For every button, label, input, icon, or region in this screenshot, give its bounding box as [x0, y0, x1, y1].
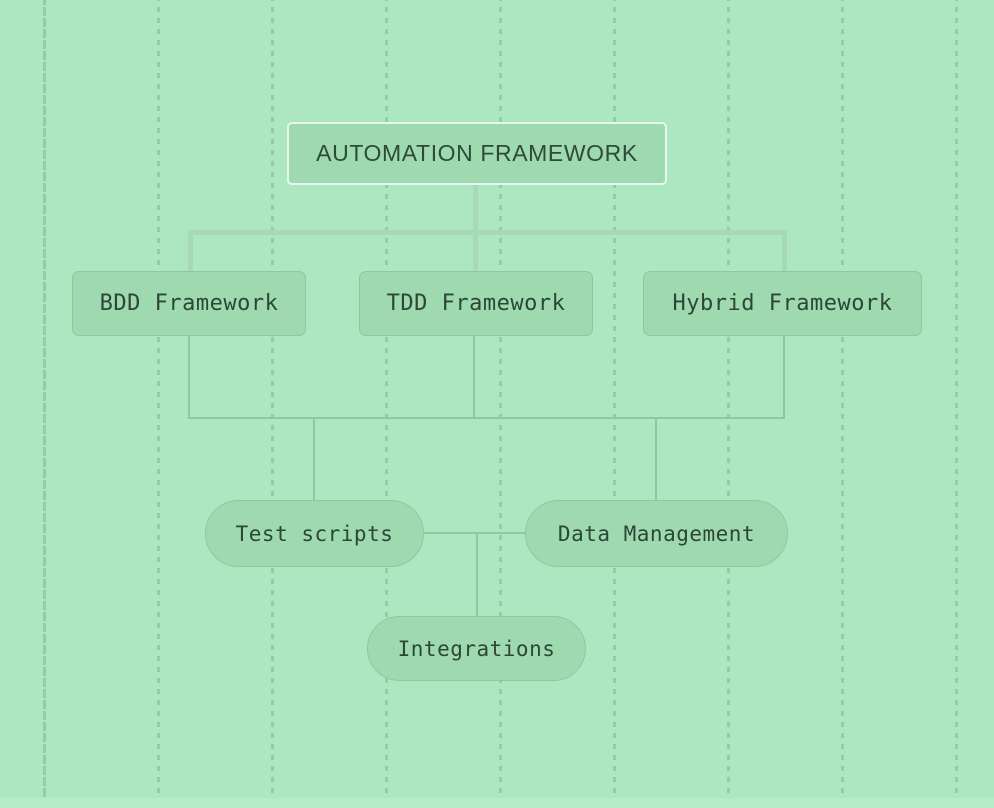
edge-bdd-down: [188, 336, 190, 419]
edge-level1-merge-bar: [188, 417, 785, 419]
node-tdd-framework[interactable]: TDD Framework: [359, 271, 593, 336]
node-label: Data Management: [557, 521, 756, 546]
grid-line: [271, 0, 274, 808]
node-test-scripts[interactable]: Test scripts: [205, 500, 424, 567]
node-label: Hybrid Framework: [672, 291, 893, 316]
grid-line: [613, 0, 616, 808]
grid-line: [43, 0, 46, 808]
node-automation-framework[interactable]: AUTOMATION FRAMEWORK: [287, 122, 667, 185]
node-integrations[interactable]: Integrations: [367, 616, 586, 681]
node-label: TDD Framework: [386, 291, 566, 316]
edge-tdd-down: [473, 336, 475, 419]
edge-to-integrations: [476, 532, 478, 618]
node-data-management[interactable]: Data Management: [525, 500, 788, 567]
node-bdd-framework[interactable]: BDD Framework: [72, 271, 306, 336]
grid-line: [157, 0, 160, 808]
grid-line: [727, 0, 730, 808]
node-hybrid-framework[interactable]: Hybrid Framework: [643, 271, 922, 336]
edge-root-to-bdd: [188, 230, 193, 273]
edge-root-stem: [473, 185, 478, 233]
edge-to-test-scripts: [313, 417, 315, 502]
grid-line: [499, 0, 502, 808]
edge-root-to-tdd: [473, 230, 478, 273]
grid-line: [955, 0, 958, 808]
grid-line: [841, 0, 844, 808]
node-label: AUTOMATION FRAMEWORK: [316, 140, 638, 166]
edge-hybrid-down: [783, 336, 785, 419]
edge-to-data-management: [655, 417, 657, 502]
bottom-band: [0, 798, 994, 808]
edge-test-scripts-to-data-management: [424, 532, 525, 534]
node-label: Test scripts: [235, 521, 394, 546]
edge-root-bracket: [188, 230, 786, 235]
node-label: Integrations: [397, 636, 556, 661]
grid-line: [385, 0, 388, 808]
edge-root-to-hybrid: [782, 230, 787, 273]
node-label: BDD Framework: [99, 291, 279, 316]
